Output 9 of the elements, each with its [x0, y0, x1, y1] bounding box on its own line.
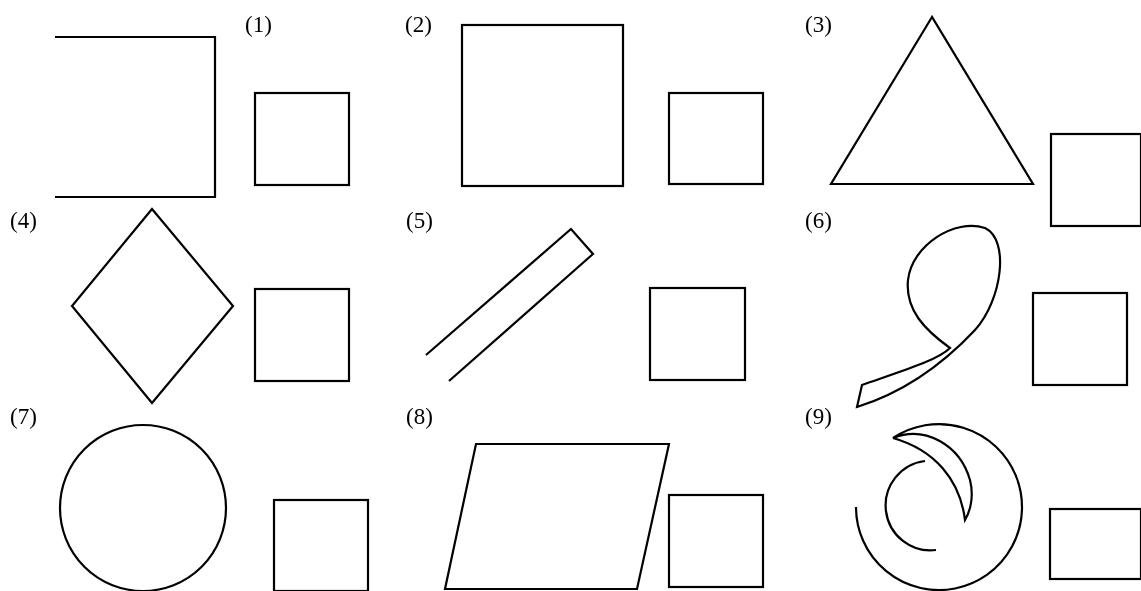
item-number: (1): [245, 12, 272, 38]
item-number: (6): [805, 208, 832, 234]
item-number: (7): [10, 404, 37, 430]
item-number: (9): [805, 404, 832, 430]
item-number: (8): [406, 404, 433, 430]
item-number: (2): [405, 12, 432, 38]
item-number: (3): [805, 12, 832, 38]
item-number: (5): [406, 208, 433, 234]
item-number: (4): [10, 208, 37, 234]
